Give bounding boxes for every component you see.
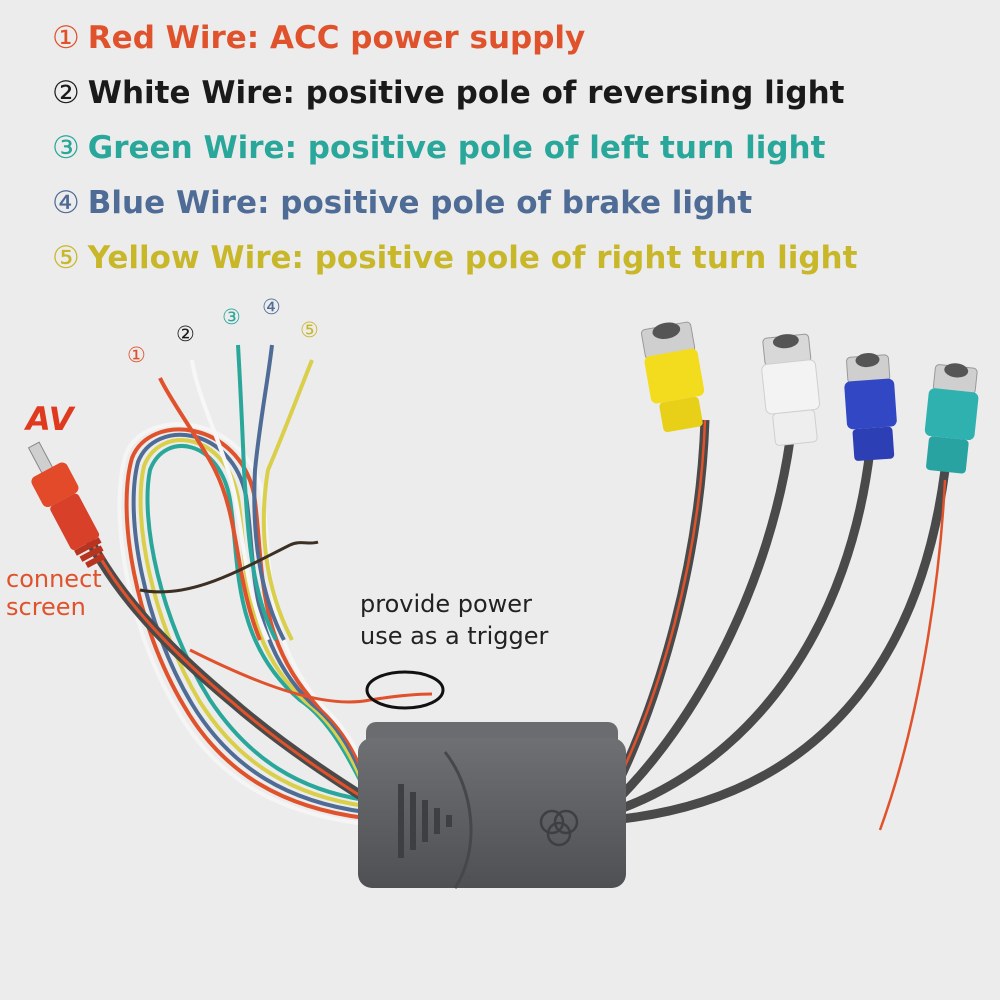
wire-number-yellow: ⑤ [300,318,319,342]
connect-label-line2: screen [6,593,86,621]
yellow-wire [261,359,314,641]
legend-text: Red Wire: ACC power supply [87,20,586,56]
wire-bundle-loop [117,422,379,826]
av-rca-plug [27,441,106,569]
blue-wire [252,344,286,641]
rca-jack-white [761,333,821,446]
legend-number: ⑤ [52,240,80,276]
av-cable-red-core [80,521,371,804]
rca-jack-blue [844,353,897,461]
red-wire [158,377,262,641]
teal-jack-red-wire [878,479,947,831]
legend-number: ① [52,20,80,56]
connect-screen-label: connect screen [6,565,102,621]
legend-text: Blue Wire: positive pole of brake light [87,185,753,221]
triangle-arrow-icon [398,784,452,858]
legend-number: ② [52,75,80,111]
av-label: AV [26,400,74,438]
cable-tie [139,540,319,594]
yellow-jack-red-wire [610,419,707,794]
trigger-label-line2: use as a trigger [360,622,549,650]
trigger-circle [365,670,445,710]
legend-text: Green Wire: positive pole of left turn l… [87,130,826,166]
trigger-wire [189,648,433,704]
green-wire [236,344,278,641]
trigger-label-line1: provide power [360,590,532,618]
rca-jack-teal [924,363,979,474]
legend-text: White Wire: positive pole of reversing l… [87,75,845,111]
wire-number-blue: ④ [262,295,281,319]
wire-number-red: ① [127,343,146,367]
three-rings-logo-icon [539,809,579,847]
rca-cables [607,419,950,825]
trigger-label: provide power use as a trigger [360,588,548,652]
rca-jack-yellow [640,321,705,433]
legend-text: Yellow Wire: positive pole of right turn… [87,240,858,276]
legend-number: ④ [52,185,80,221]
white-wire [190,359,270,641]
connect-label-line1: connect [6,565,102,593]
control-box [358,722,626,889]
wire-number-green: ③ [222,305,241,329]
wire-number-white: ② [176,322,195,346]
legend-number: ③ [52,130,80,166]
signal-wires [158,344,314,641]
